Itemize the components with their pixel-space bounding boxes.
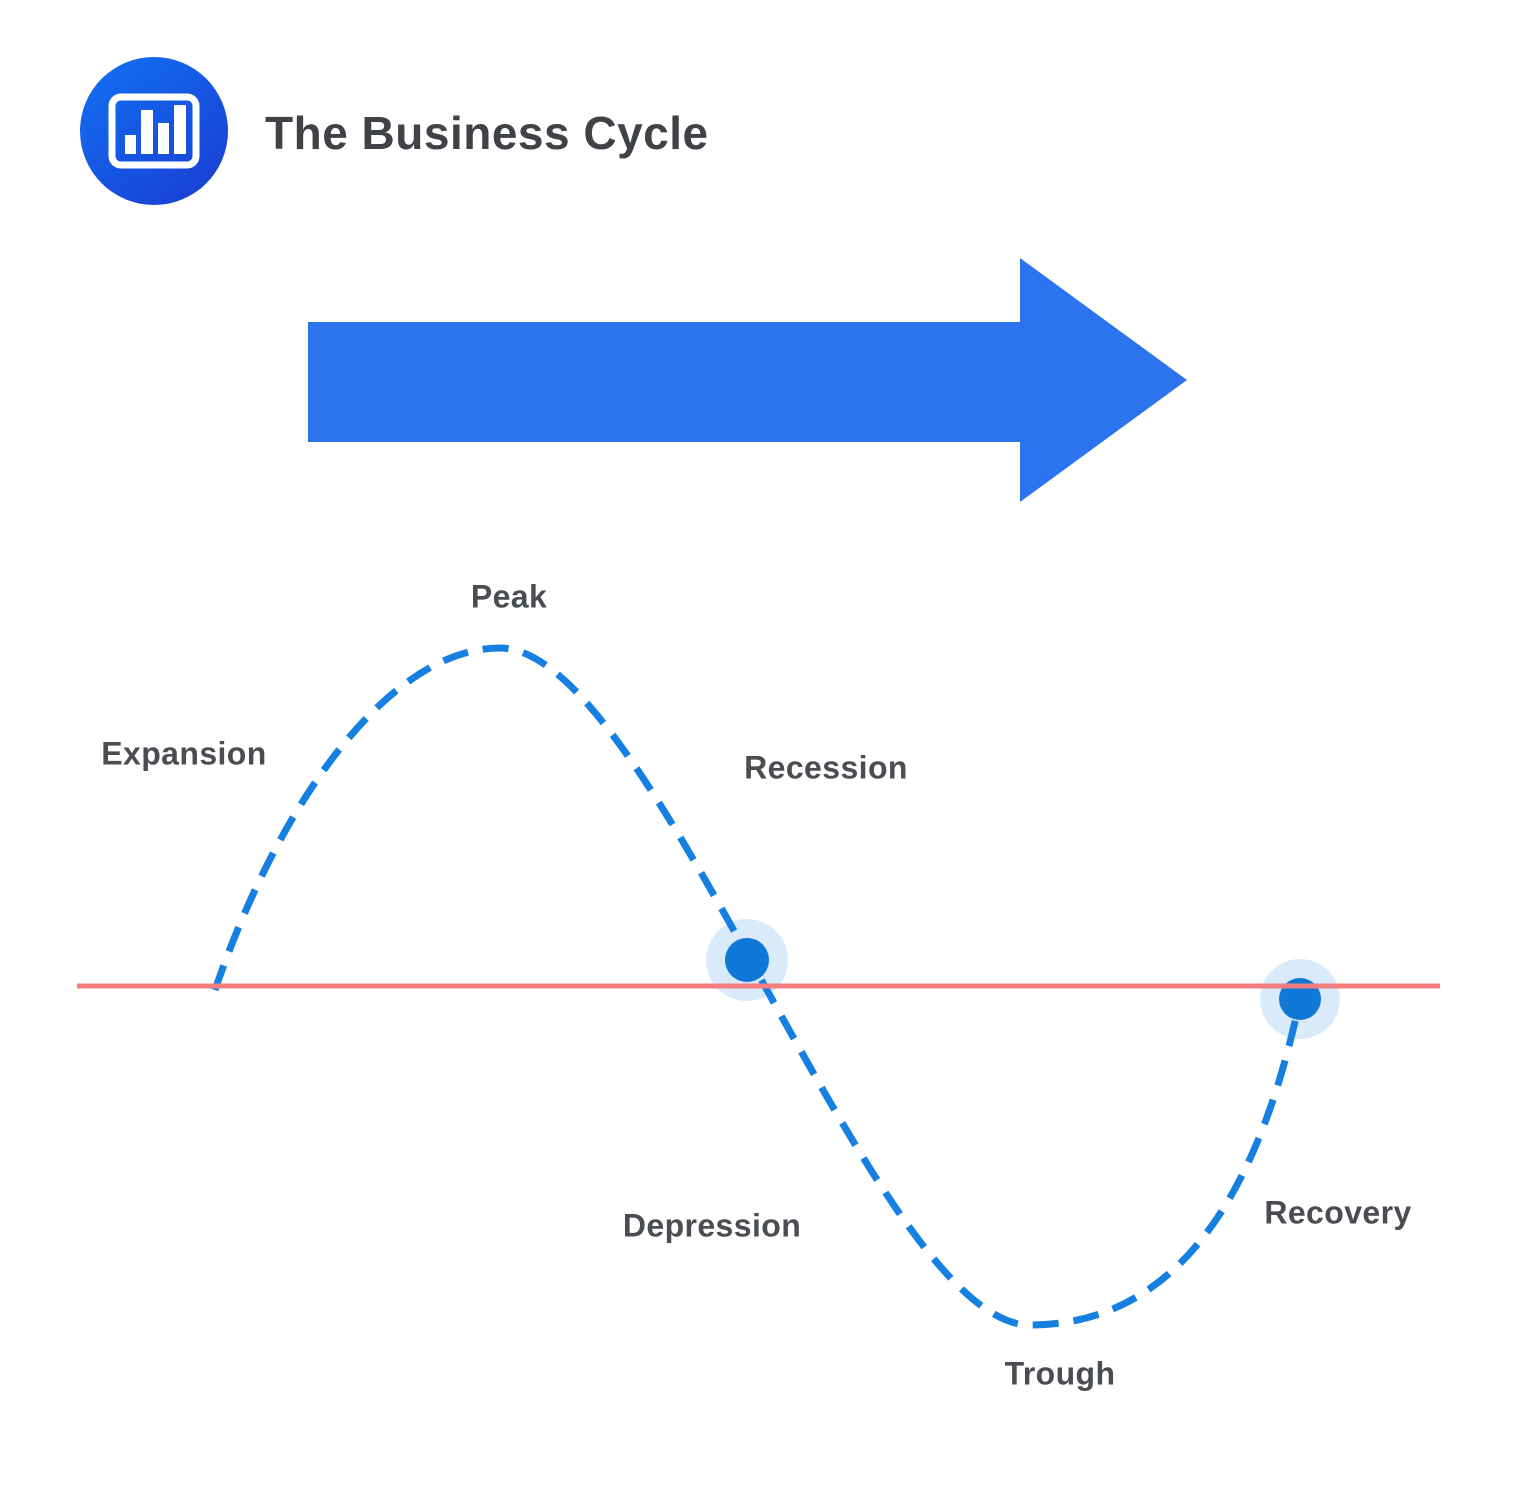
label-expansion: Expansion (101, 735, 267, 772)
logo-badge (80, 57, 228, 205)
bar-chart-icon (108, 93, 200, 169)
label-trough: Trough (1004, 1355, 1116, 1392)
label-depression: Depression (622, 1207, 802, 1244)
recession-crossing-dot (725, 938, 769, 982)
label-recovery: Recovery (1264, 1194, 1412, 1231)
page-title: The Business Cycle (265, 107, 709, 159)
label-recession: Recession (744, 749, 908, 786)
right-arrow-icon (308, 258, 1187, 502)
label-peak: Peak (470, 578, 548, 615)
